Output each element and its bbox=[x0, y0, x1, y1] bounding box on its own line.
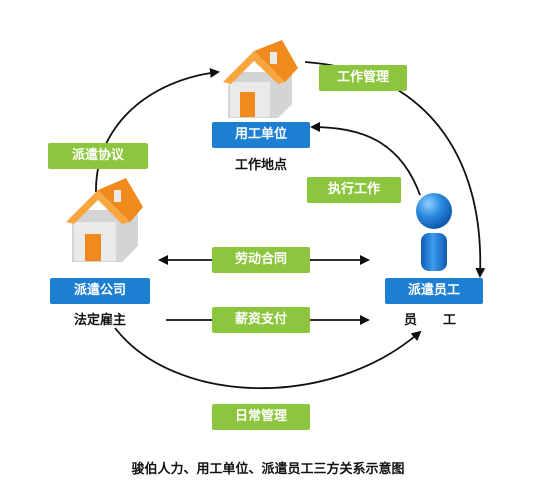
work-management-arrow bbox=[304, 61, 486, 278]
employee-node-sub: 员工 bbox=[403, 313, 482, 328]
employee-node-label: 派遣员工 bbox=[385, 278, 483, 304]
diagram-caption: 骏伯人力、用工单位、派遣员工三方关系示意图 bbox=[131, 462, 405, 477]
execute-work-label: 执行工作 bbox=[307, 177, 401, 203]
labor-contract-label: 劳动合同 bbox=[212, 247, 310, 273]
dispatch-agreement-arrow bbox=[95, 67, 220, 193]
salary-payment-label: 薪资支付 bbox=[212, 307, 310, 333]
employee-person-icon bbox=[416, 193, 452, 271]
work-management-label: 工作管理 bbox=[319, 65, 407, 91]
employer-node-label: 用工单位 bbox=[212, 122, 310, 148]
dispatch-agreement-label: 派遣协议 bbox=[48, 143, 148, 169]
daily-management-label: 日常管理 bbox=[212, 404, 310, 430]
agency-node-sub: 法定雇主 bbox=[73, 313, 126, 328]
employer-house-icon bbox=[223, 40, 298, 118]
agency-node-label: 派遣公司 bbox=[50, 278, 150, 304]
employer-node-sub: 工作地点 bbox=[234, 158, 287, 173]
execute-work-arrow bbox=[310, 122, 421, 196]
agency-house-icon bbox=[66, 178, 143, 262]
daily-management-arrow bbox=[114, 327, 422, 390]
